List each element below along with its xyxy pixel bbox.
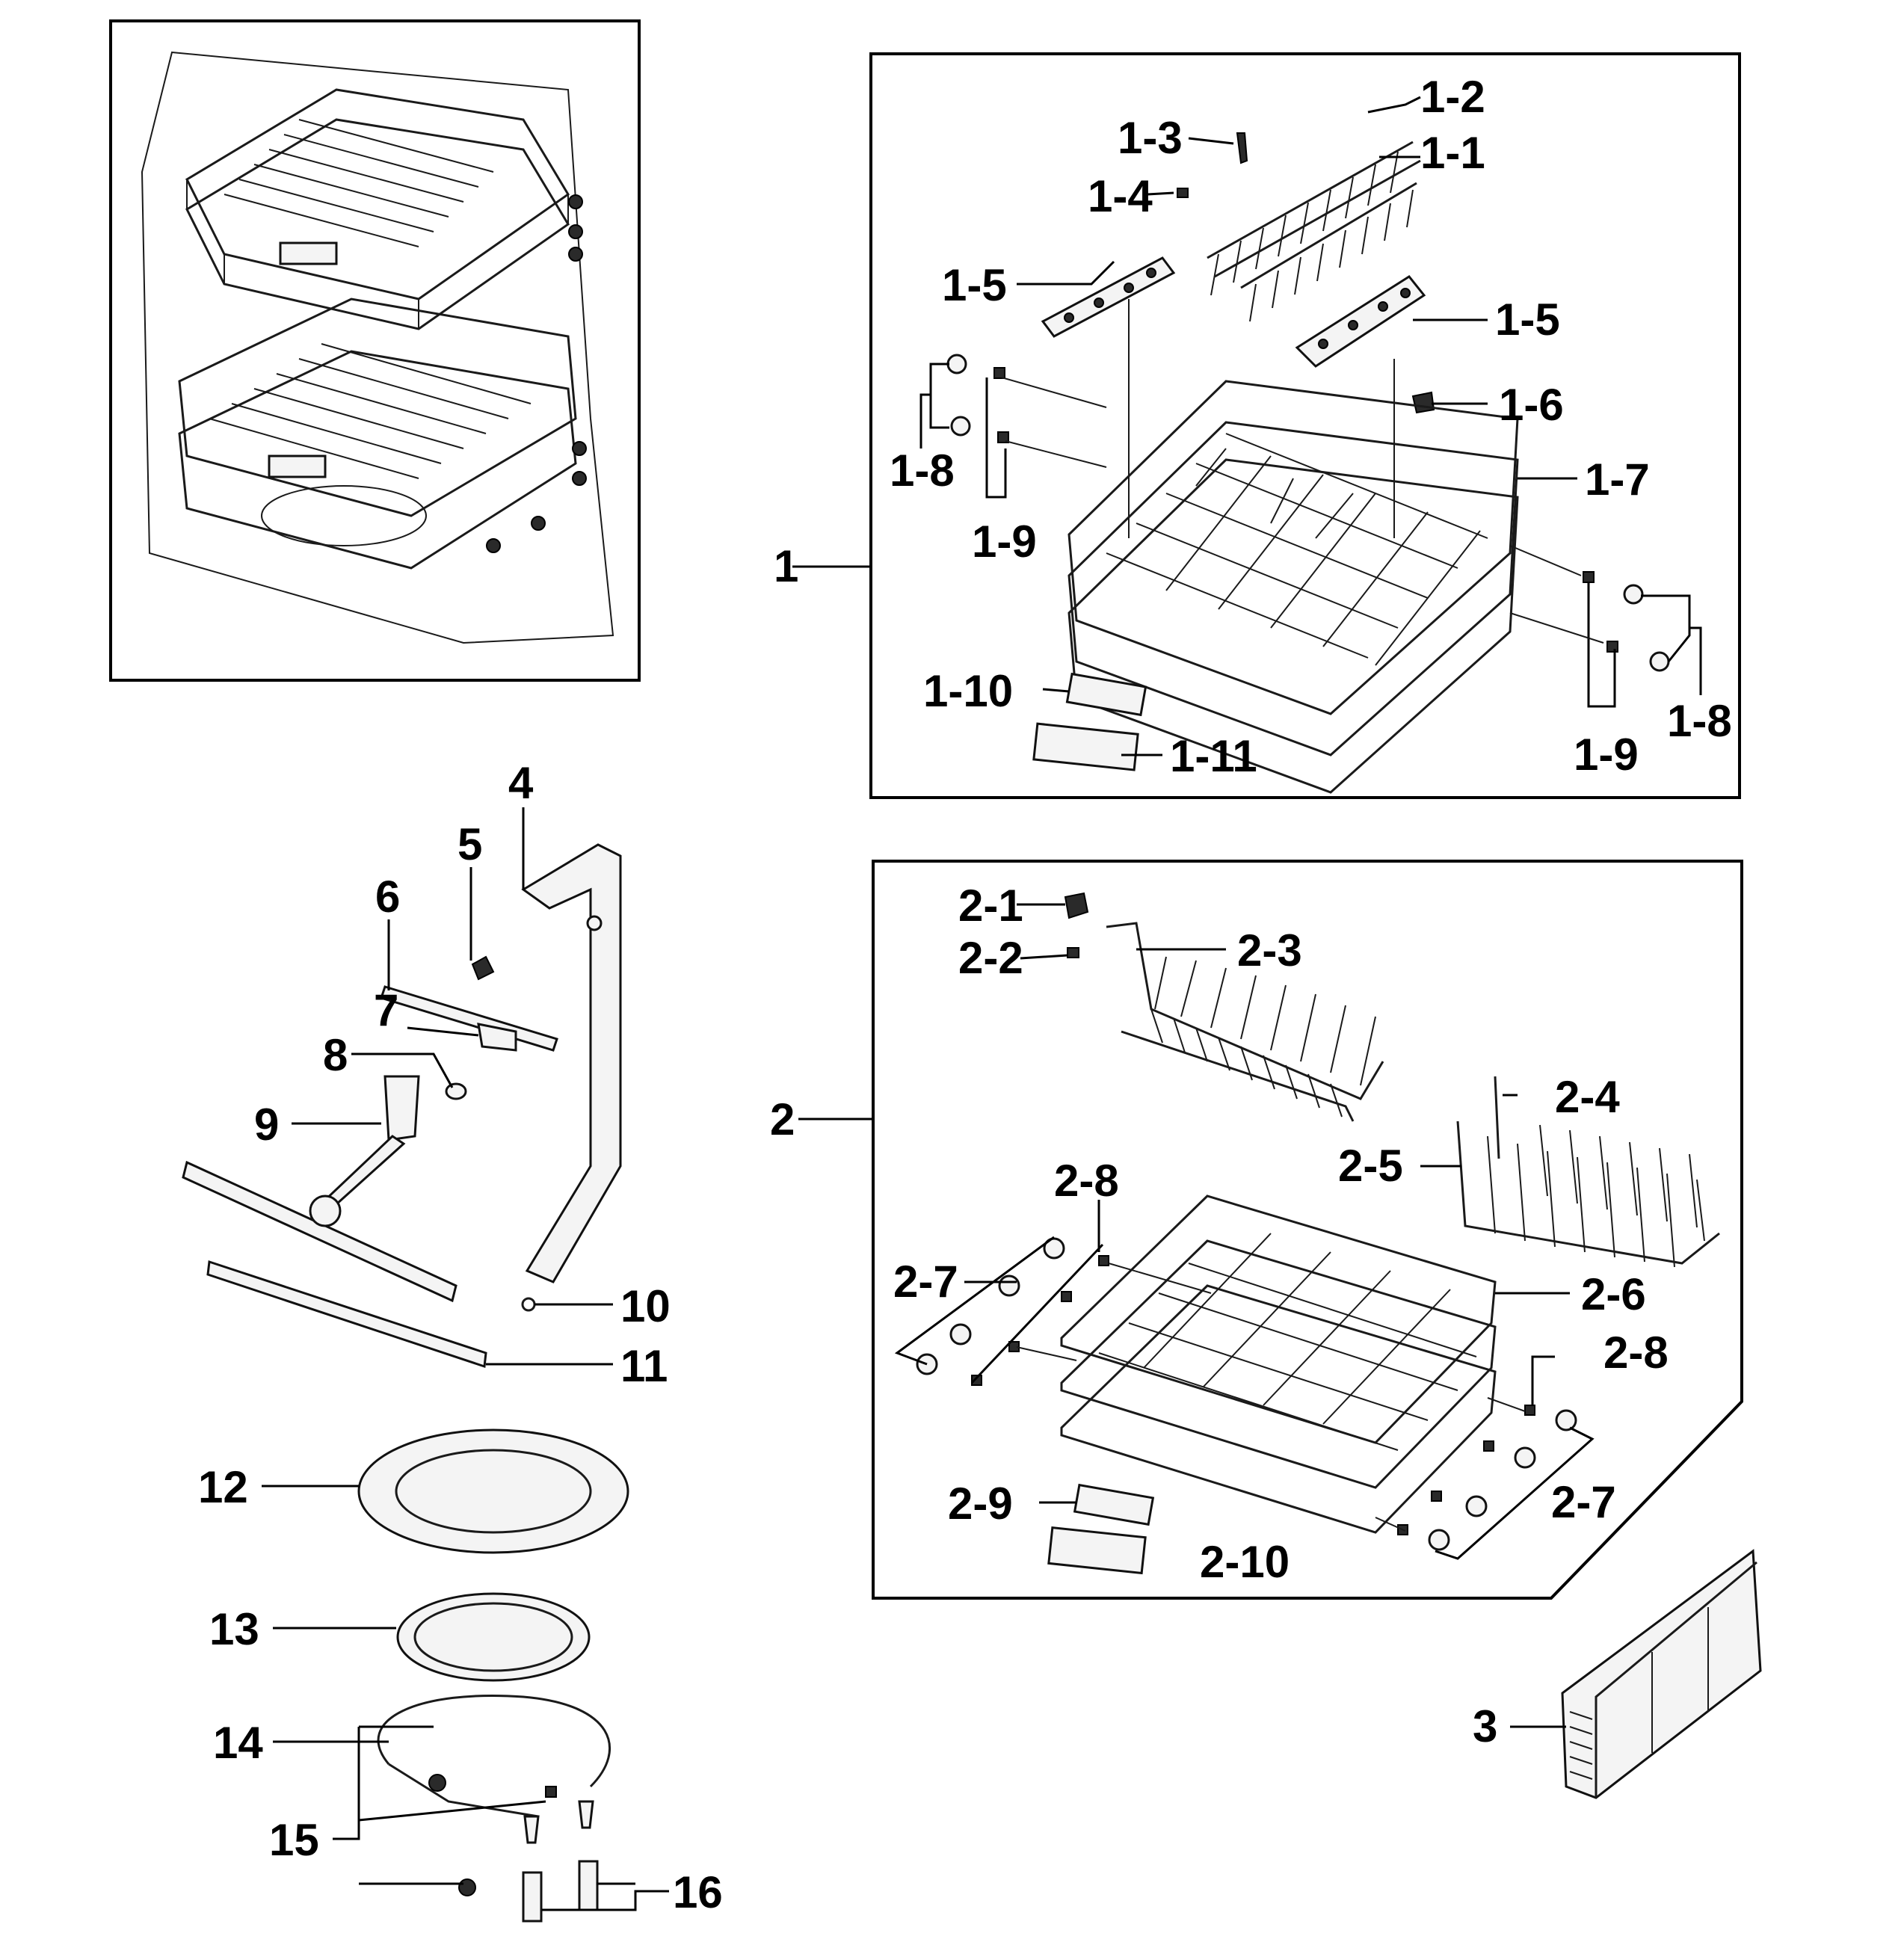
label-2-10: 2-10: [1200, 1537, 1290, 1587]
label-2-8-left: 2-8: [1054, 1156, 1119, 1206]
lower-rack-handle-inner: [1073, 1483, 1155, 1526]
plate-rack-illustration: [1106, 922, 1384, 1122]
label-1-7: 1-7: [1585, 454, 1650, 505]
label-13: 13: [209, 1604, 259, 1654]
label-14: 14: [213, 1718, 263, 1768]
label-2: 2: [770, 1094, 795, 1144]
lower-rollers-right: [1375, 1355, 1595, 1560]
upper-rack-handle-cover: [1032, 722, 1139, 771]
lower-rack-basket: [1060, 1195, 1497, 1534]
label-1-3: 1-3: [1118, 113, 1183, 163]
label-1-8-right: 1-8: [1667, 696, 1732, 746]
label-8: 8: [323, 1030, 348, 1080]
label-1-10: 1-10: [923, 666, 1013, 716]
label-1-11: 1-11: [1170, 731, 1257, 781]
rack-rollers-right: [1509, 545, 1702, 708]
label-2-7-right: 2-7: [1551, 1477, 1616, 1527]
label-9: 9: [254, 1100, 279, 1150]
label-3: 3: [1473, 1701, 1497, 1751]
label-1-6: 1-6: [1499, 380, 1564, 430]
label-2-8-right: 2-8: [1603, 1328, 1669, 1378]
tine-row-illustration: [1207, 141, 1421, 322]
label-2-5: 2-5: [1338, 1141, 1403, 1191]
upper-rack-handle-inner: [1065, 672, 1147, 717]
label-1-1: 1-1: [1420, 128, 1485, 178]
tine-row-lower-illustration: [1456, 1076, 1720, 1268]
label-5: 5: [457, 819, 482, 869]
label-2-9: 2-9: [948, 1479, 1013, 1529]
label-16: 16: [673, 1867, 723, 1917]
cup-shelf-right: [1295, 275, 1426, 368]
label-2-1: 2-1: [958, 881, 1023, 931]
cutlery-basket-group: 3: [1473, 1549, 1762, 1799]
label-1-2: 1-2: [1420, 72, 1485, 122]
label-12: 12: [198, 1462, 248, 1512]
label-2-6: 2-6: [1581, 1269, 1646, 1319]
label-1: 1: [774, 541, 798, 591]
upper-rack-basket: [1067, 380, 1519, 794]
label-1-4: 1-4: [1088, 171, 1153, 221]
label-11: 11: [620, 1341, 668, 1391]
label-1-9-right: 1-9: [1574, 730, 1639, 780]
label-2-3: 2-3: [1237, 925, 1302, 975]
cup-shelf-left: [1041, 256, 1176, 338]
lower-rack-handle-cover: [1047, 1526, 1147, 1575]
label-2-4: 2-4: [1555, 1072, 1620, 1122]
label-15: 15: [269, 1815, 319, 1865]
rack-rollers-left: [919, 354, 1107, 499]
label-1-9-left: 1-9: [972, 517, 1037, 567]
upper-rack-group: 1 1-2 1-1 1-3 1-4 1-5 1-5 1-6 1-7 1-8 1-…: [774, 52, 1741, 799]
label-10: 10: [620, 1281, 671, 1331]
label-2-7-left: 2-7: [893, 1257, 958, 1307]
label-1-5-right: 1-5: [1495, 295, 1560, 345]
label-1-8-left: 1-8: [890, 446, 955, 496]
lower-rack-group: 2 2-1 2-2 2-3 2-4 2-5 2-6 2-7 2-7 2-8 2-…: [770, 860, 1743, 1600]
spray-arm-parts: 4 5 6 7 8 9 10 11 12 13 14 15 16: [182, 758, 723, 1923]
label-2-2: 2-2: [958, 933, 1023, 983]
lower-rollers-left: [894, 1236, 1212, 1386]
label-7: 7: [374, 985, 398, 1035]
label-1-5-left: 1-5: [942, 260, 1007, 310]
overview-illustration: [109, 19, 641, 682]
label-6: 6: [375, 872, 400, 922]
label-4: 4: [508, 758, 534, 808]
